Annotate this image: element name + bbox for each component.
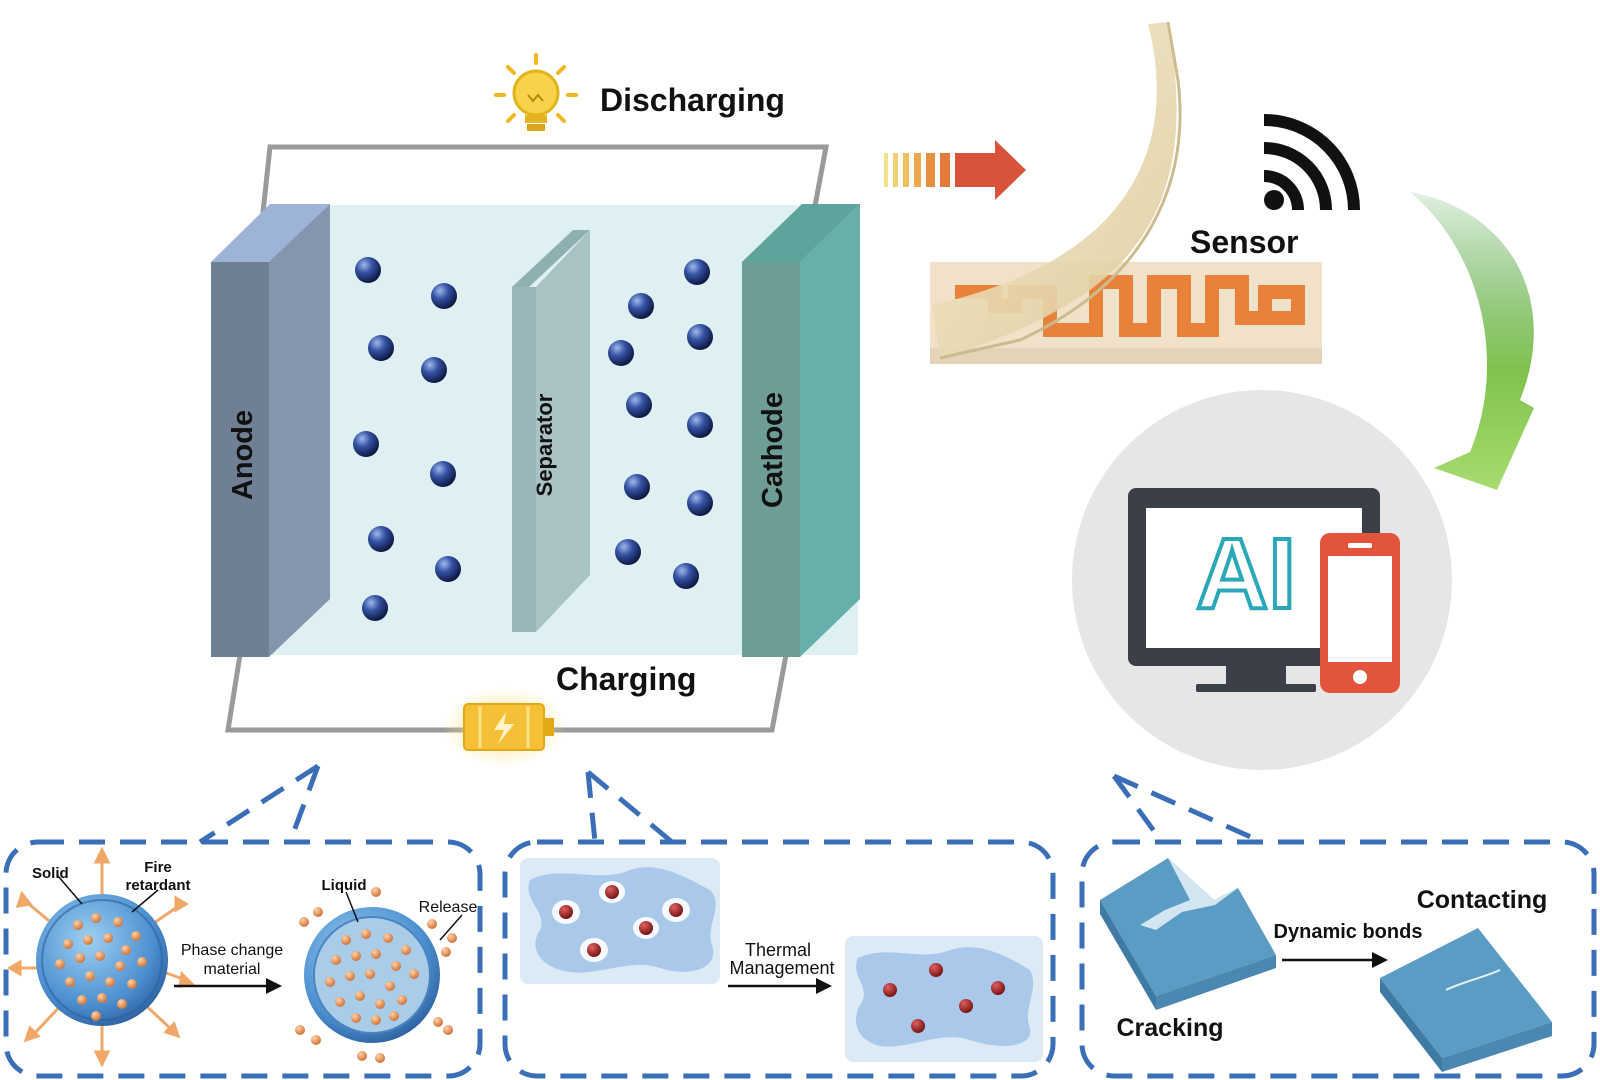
cracked-block: [1100, 858, 1276, 1010]
release-label: Release: [419, 899, 478, 916]
ion: [368, 335, 394, 361]
healed-block: [1380, 928, 1552, 1072]
phase-change-arrow-label-line2: material: [204, 961, 261, 978]
ion: [430, 461, 456, 487]
flexible-sensor: [930, 21, 1322, 364]
ion: [687, 412, 713, 438]
dynamic-bonds-label: Dynamic bonds: [1274, 921, 1423, 943]
healing-arrow: [1282, 952, 1388, 968]
ion: [684, 259, 710, 285]
thermal-arrow-label-line2: Management: [729, 958, 834, 978]
ion: [687, 490, 713, 516]
charging-label: Charging: [556, 661, 696, 697]
liquid-label: Liquid: [322, 877, 367, 894]
cathode-label: Cathode: [757, 392, 789, 508]
ion: [608, 340, 634, 366]
cracking-label: Cracking: [1117, 1014, 1224, 1042]
ion: [355, 257, 381, 283]
phase-change-arrow-label-line1: Phase change: [181, 942, 283, 959]
phase-change-arrow: [174, 978, 282, 994]
fire-retardant-label-line2: retardant: [125, 877, 190, 894]
panel-phase-change: Solid Fire retardant Phase change materi…: [3, 839, 483, 1079]
ion: [615, 539, 641, 565]
ion: [673, 563, 699, 589]
battery-icon: [442, 687, 566, 767]
ion: [624, 474, 650, 500]
green-curved-arrow: [1410, 192, 1534, 490]
thermal-state-after: [845, 936, 1043, 1062]
wifi-icon: [1263, 114, 1360, 211]
lightbulb-icon: [494, 53, 578, 131]
anode-plate: Anode: [211, 204, 330, 657]
lithium-ions: [353, 257, 713, 621]
ion: [628, 293, 654, 319]
separator-plate: Separator: [512, 230, 590, 632]
liquid-capsule: [295, 887, 463, 1063]
ai-devices: AI: [1072, 390, 1452, 770]
panel-self-healing: Dynamic bonds Contacting Cracking: [1079, 839, 1597, 1079]
solid-capsule: [7, 846, 196, 1068]
smartphone-icon: [1320, 533, 1400, 693]
ion: [431, 283, 457, 309]
battery-cell: Anode Separator Cathode: [211, 53, 860, 767]
discharge-wire: [259, 144, 830, 223]
ion: [368, 526, 394, 552]
anode-label: Anode: [227, 410, 259, 500]
contacting-label: Contacting: [1417, 886, 1548, 914]
thermal-arrow: [728, 978, 832, 994]
ion: [362, 595, 388, 621]
thermal-arrow-label-line1: Thermal: [745, 940, 811, 960]
panel-thermal-management: Thermal Management: [502, 839, 1056, 1079]
ai-label: AI: [1196, 518, 1296, 630]
ion: [687, 324, 713, 350]
monitor-icon: [1128, 488, 1380, 692]
fire-retardant-label-line1: Fire: [144, 859, 172, 876]
separator-label: Separator: [532, 393, 557, 496]
ion: [353, 431, 379, 457]
discharging-label: Discharging: [600, 82, 785, 118]
ion: [626, 392, 652, 418]
sensor-label: Sensor: [1190, 224, 1298, 260]
ion: [435, 556, 461, 582]
thermal-state-before: [520, 858, 720, 984]
flexible-film: [932, 22, 1177, 358]
solid-label: Solid: [32, 865, 69, 882]
ion: [421, 357, 447, 383]
dashed-arrow-to-sensor: [884, 140, 1026, 200]
cathode-plate: Cathode: [742, 204, 860, 657]
callout-lines: [198, 763, 1264, 845]
